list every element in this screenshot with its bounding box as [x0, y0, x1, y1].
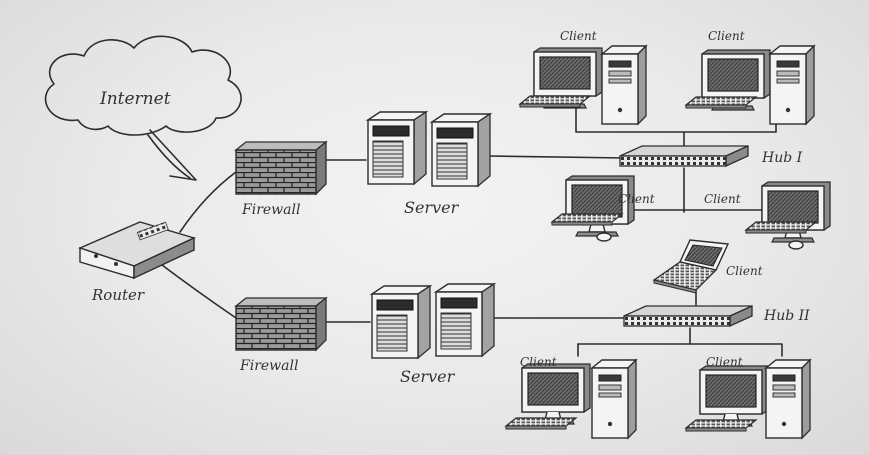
router: Router — [78, 221, 196, 304]
client-label: Client — [704, 192, 741, 206]
client-hub1-mid-right: Client — [704, 181, 831, 250]
server-bottom-label: Server — [400, 367, 456, 386]
client-hub1-top-left: Client — [519, 29, 647, 125]
router-label: Router — [91, 286, 145, 304]
firewall-top: Firewall — [235, 141, 327, 218]
server-group-bottom: Server — [371, 283, 495, 386]
hub-2: Hub II — [623, 305, 810, 327]
hub-1: Hub I — [619, 145, 803, 167]
server-group-top: Server — [367, 111, 491, 217]
client-hub1-mid-left: Client — [551, 175, 655, 242]
client-hub1-top-right: Client — [685, 29, 815, 125]
client-label: Client — [560, 29, 597, 43]
client-label: Client — [618, 192, 655, 206]
firewall-bottom: Firewall — [235, 297, 327, 374]
hub-1-label: Hub I — [761, 150, 803, 166]
client-hub2-bottom-left: Client — [505, 355, 637, 439]
client-label: Client — [726, 264, 763, 278]
internet-cloud: Internet — [44, 35, 242, 181]
client-hub2-laptop: Client — [652, 239, 763, 294]
hub-2-label: Hub II — [763, 308, 810, 324]
client-label: Client — [520, 355, 557, 369]
client-label: Client — [708, 29, 745, 43]
firewall-top-label: Firewall — [241, 202, 300, 218]
firewall-bottom-label: Firewall — [239, 358, 298, 374]
client-label: Client — [706, 355, 743, 369]
internet-label: Internet — [99, 89, 171, 109]
client-hub2-bottom-right: Client — [685, 355, 811, 439]
server-top-label: Server — [404, 198, 460, 217]
